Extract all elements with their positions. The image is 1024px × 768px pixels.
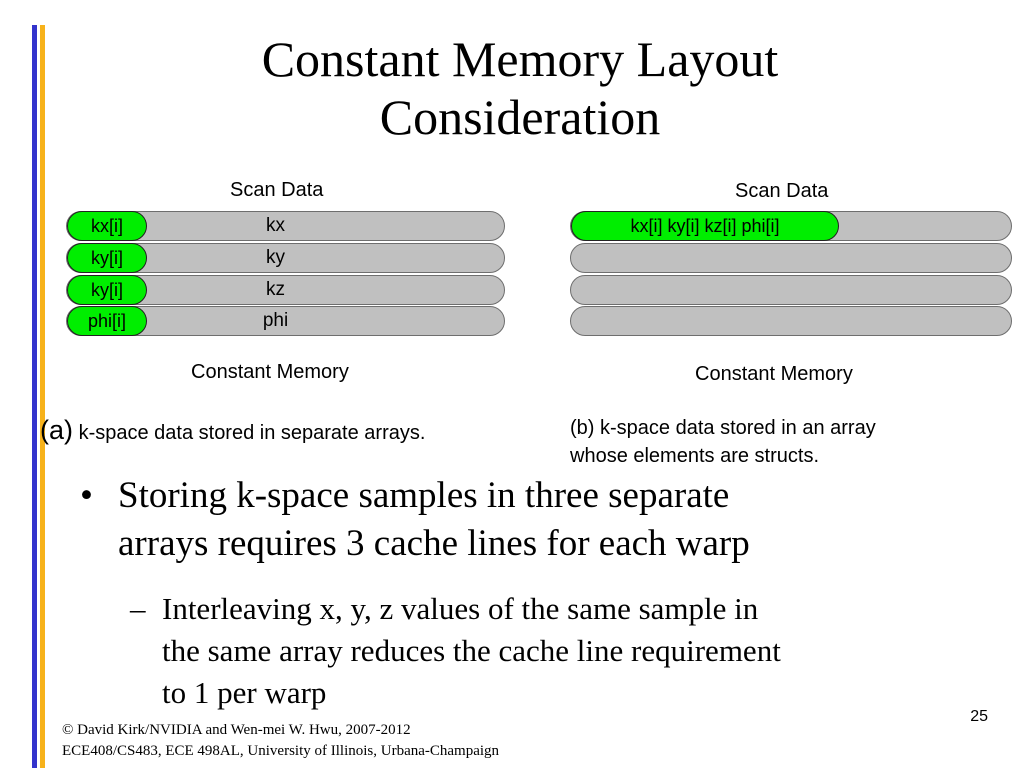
diagram-b-caption-line-2: whose elements are structs.	[570, 445, 819, 467]
diagram-a-memory-label: Constant Memory	[191, 361, 349, 383]
slide-title-line-2: Consideration	[379, 89, 661, 145]
bullet-main-mark: •	[80, 475, 93, 516]
diagram-b-pill-struct: kx[i] ky[i] kz[i] phi[i]	[571, 211, 839, 241]
diagram-a-pill-ky: ky[i]	[67, 243, 147, 273]
diagram-a-row-text-kx: kx	[266, 215, 285, 236]
bullet-sub-mark: –	[130, 591, 146, 626]
diagram-b-row-3	[570, 275, 1012, 305]
bullet-sub-line-1: Interleaving x, y, z values of the same …	[162, 591, 759, 626]
diagram-b-row-1: kx[i] ky[i] kz[i] phi[i]	[570, 211, 1012, 241]
footer-line-1: © David Kirk/NVIDIA and Wen-mei W. Hwu, …	[62, 722, 411, 738]
bullet-sub-line-2: the same array reduces the cache line re…	[162, 633, 781, 668]
diagram-a-caption-text: k-space data stored in separate arrays.	[78, 422, 426, 444]
bullet-main-line-1: Storing k-space samples in three separat…	[118, 475, 730, 516]
diagram-a-scan-label: Scan Data	[230, 179, 324, 201]
accent-bar-blue	[32, 25, 37, 768]
diagram-b-row-2	[570, 243, 1012, 273]
slide-title: Constant Memory Layout Consideration	[110, 30, 930, 146]
diagram-a-row-kz: ky[i] kz	[66, 275, 505, 305]
diagram-b-caption-line-1: (b) k-space data stored in an array	[570, 417, 876, 439]
slide-title-line-1: Constant Memory Layout	[261, 31, 779, 87]
diagram-b-row-4	[570, 306, 1012, 336]
bullet-main-line-2: arrays requires 3 cache lines for each w…	[118, 523, 750, 564]
diagram-a-caption: (a) k-space data stored in separate arra…	[40, 416, 425, 447]
diagram-a-caption-lead: (a)	[40, 415, 73, 445]
diagram-b-scan-label: Scan Data	[735, 180, 829, 202]
diagram-a-row-text-phi: phi	[262, 310, 289, 331]
bullet-sub: – Interleaving x, y, z values of the sam…	[130, 588, 960, 714]
diagram-b-caption: (b) k-space data stored in an array whos…	[570, 414, 876, 470]
diagram-a-row-text-ky: ky	[266, 247, 285, 268]
diagram-a-pill-phi: phi[i]	[67, 306, 147, 336]
bullet-sub-line-3: to 1 per warp	[162, 675, 327, 710]
accent-bar-orange	[40, 25, 45, 768]
diagram-a-row-kx: kx[i] kx	[66, 211, 505, 241]
diagram-a-row-text-kz: kz	[266, 279, 285, 300]
footer-line-2: ECE408/CS483, ECE 498AL, University of I…	[62, 743, 500, 759]
bullet-main: • Storing k-space samples in three separ…	[80, 472, 900, 568]
diagram-a-pill-kx: kx[i]	[67, 211, 147, 241]
diagram-a-row-ky: ky[i] ky	[66, 243, 505, 273]
footer-copyright: © David Kirk/NVIDIA and Wen-mei W. Hwu, …	[62, 720, 499, 762]
diagram-a-pill-kz: ky[i]	[67, 275, 147, 305]
diagram-a-row-phi: phi[i] phi	[66, 306, 505, 336]
diagram-b-memory-label: Constant Memory	[695, 363, 853, 385]
page-number: 25	[970, 708, 988, 725]
